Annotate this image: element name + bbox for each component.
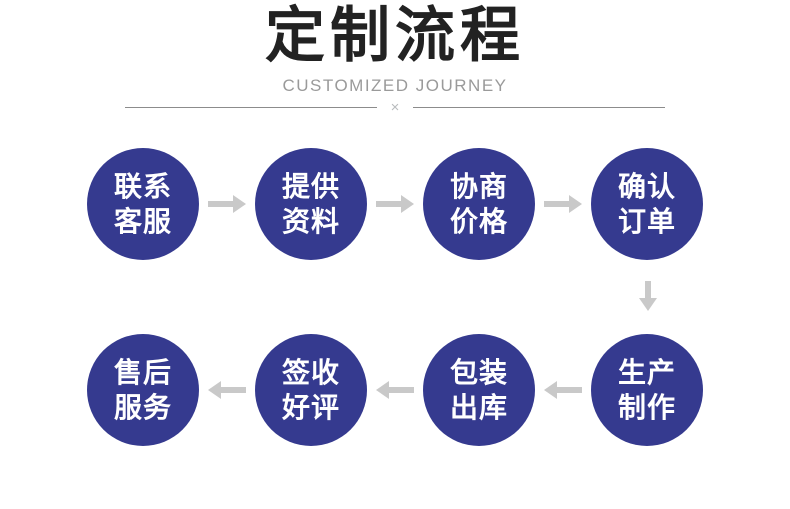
step-label-line1: 签收 xyxy=(281,357,340,388)
divider-line-right xyxy=(413,106,666,108)
title-divider: × xyxy=(0,98,790,116)
arrow-left-icon xyxy=(544,381,582,399)
step-label-line1: 售后 xyxy=(113,357,172,388)
step-label-line1: 生产 xyxy=(617,357,676,388)
arrow-down-icon xyxy=(639,281,657,311)
step-circle-negotiate-price: 协商 价格 xyxy=(423,148,535,260)
step-label-line1: 确认 xyxy=(617,171,676,202)
step-label-line2: 好评 xyxy=(281,392,340,423)
step-circle-aftersales-service: 售后 服务 xyxy=(87,334,199,446)
divider-x-mark: × xyxy=(390,98,400,116)
step-circle-sign-review: 签收 好评 xyxy=(255,334,367,446)
arrow-right-icon xyxy=(544,195,582,213)
step-label-line2: 出库 xyxy=(449,392,508,423)
arrow-left-icon xyxy=(376,381,414,399)
step-circle-confirm-order: 确认 订单 xyxy=(591,148,703,260)
step-label-line1: 联系 xyxy=(113,171,172,202)
step-label-line2: 服务 xyxy=(113,392,172,423)
arrow-right-icon xyxy=(208,195,246,213)
arrow-left-icon xyxy=(208,381,246,399)
divider-line-left xyxy=(124,106,377,108)
page-title: 定制流程 xyxy=(265,2,525,69)
step-label-line1: 协商 xyxy=(449,171,508,202)
step-label-line1: 提供 xyxy=(281,171,340,202)
step-circle-production: 生产 制作 xyxy=(591,334,703,446)
step-circle-contact-service: 联系 客服 xyxy=(87,148,199,260)
step-label-line2: 价格 xyxy=(449,206,508,237)
arrow-right-icon xyxy=(376,195,414,213)
page-subtitle: CUSTOMIZED JOURNEY xyxy=(282,76,508,95)
step-label-line1: 包装 xyxy=(449,357,508,388)
step-circle-provide-materials: 提供 资料 xyxy=(255,148,367,260)
step-label-line2: 订单 xyxy=(617,206,676,237)
step-label-line2: 资料 xyxy=(281,206,340,237)
step-circle-pack-ship: 包装 出库 xyxy=(423,334,535,446)
step-label-line2: 制作 xyxy=(617,392,676,423)
step-label-line2: 客服 xyxy=(113,206,172,237)
